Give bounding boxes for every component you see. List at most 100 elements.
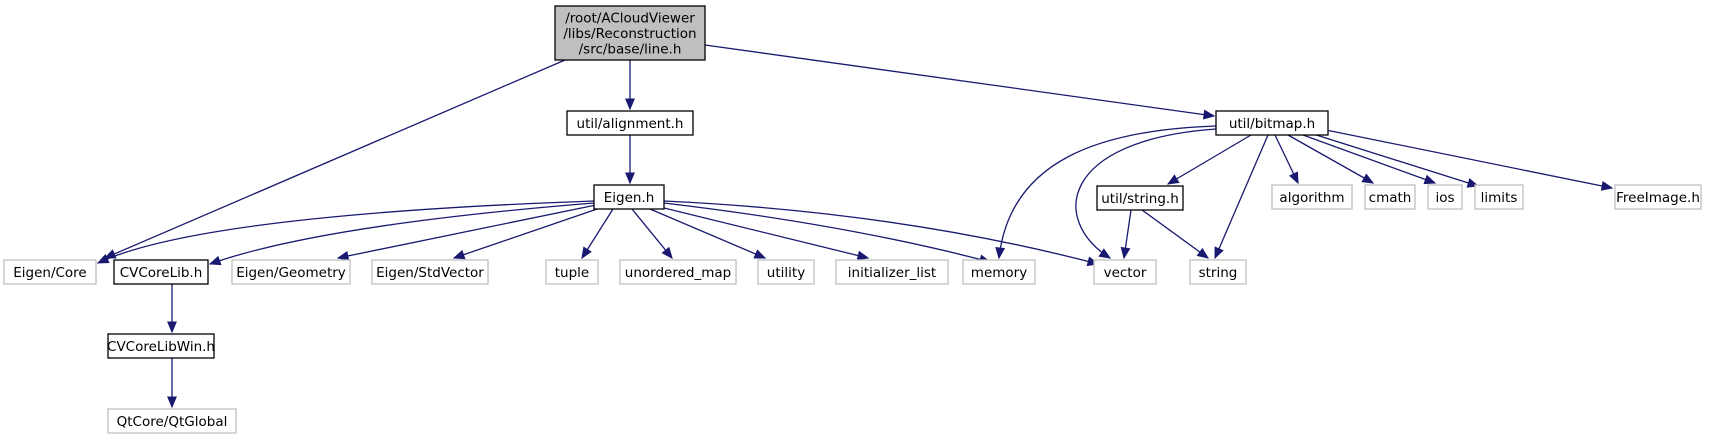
- edge-bitmap-to-algorithm: [1274, 134, 1299, 185]
- edge-root-to-bitmap-arrowhead: [1202, 109, 1216, 120]
- edge-eigen_h-to-unordered_map-line: [631, 208, 673, 259]
- edge-root-to-alignment: [625, 60, 635, 111]
- node-label: utility: [767, 265, 805, 281]
- node-box: [231, 259, 351, 285]
- node-cmath: cmath: [1364, 184, 1416, 210]
- edge-bitmap-to-cmath-arrowhead: [1361, 173, 1375, 184]
- edge-bitmap-to-string_h-arrowhead: [1166, 174, 1180, 185]
- edge-bitmap-to-cmath: [1287, 134, 1375, 184]
- node-label: QtCore/QtGlobal: [117, 414, 228, 430]
- edge-eigen_h-to-utility: [649, 208, 767, 259]
- node-box: [1427, 184, 1463, 210]
- node-label: util/string.h: [1101, 191, 1179, 207]
- node-freeimage: FreeImage.h: [1614, 184, 1702, 210]
- node-string: string: [1189, 259, 1247, 285]
- edge-eigen_h-to-eigen_core-arrowhead: [96, 254, 110, 264]
- edge-root-to-bitmap: [704, 44, 1216, 120]
- edge-eigen_h-to-tuple-arrowhead: [581, 246, 592, 260]
- node-bitmap[interactable]: util/bitmap.h: [1215, 110, 1329, 136]
- edge-eigen_h-to-eigen_geometry-arrowhead: [336, 251, 350, 261]
- node-label: vector: [1104, 265, 1147, 281]
- node-label: string: [1199, 265, 1238, 281]
- node-eigen-core: Eigen/Core: [3, 259, 97, 285]
- edge-string_h-to-string-line: [1141, 209, 1209, 259]
- edge-bitmap-to-vector: [1075, 128, 1217, 259]
- edge-bitmap-to-ios-line: [1302, 134, 1436, 184]
- edge-eigen_h-to-unordered_map: [631, 208, 673, 260]
- node-label: util/bitmap.h: [1229, 116, 1315, 132]
- node-memory: memory: [962, 259, 1036, 285]
- node-label: Eigen/Core: [13, 265, 87, 281]
- node-string-h[interactable]: util/string.h: [1096, 185, 1184, 211]
- node-label: initializer_list: [848, 265, 936, 281]
- edge-root-to-alignment-arrowhead: [625, 98, 635, 111]
- edge-bitmap-to-limits: [1309, 132, 1480, 188]
- node-box: [566, 110, 694, 136]
- edge-eigen_h-to-eigen_core: [96, 200, 595, 264]
- node-limits: limits: [1474, 184, 1524, 210]
- node-box: [113, 259, 209, 285]
- node-cvcorelibwin[interactable]: CVCoreLibWin.h: [107, 333, 215, 359]
- node-box: [554, 5, 706, 61]
- edge-root-to-eigen_core-line: [104, 59, 566, 259]
- edge-eigen_h-to-eigen_core-line: [97, 200, 595, 264]
- node-root[interactable]: /root/ACloudViewer/libs/Reconstruction/s…: [554, 5, 706, 61]
- nodes-layer: /root/ACloudViewer/libs/Reconstruction/s…: [3, 5, 1702, 434]
- edge-bitmap-to-vector-line: [1075, 128, 1217, 259]
- edge-eigen_h-to-memory: [663, 202, 992, 265]
- node-box: [835, 259, 949, 285]
- edge-eigen_h-to-vector-line: [663, 200, 1099, 265]
- edge-cvcorelibwin-to-qtglobal: [167, 358, 177, 409]
- edge-bitmap-to-freeimage-line: [1325, 129, 1613, 189]
- node-label: FreeImage.h: [1616, 190, 1700, 206]
- node-eigen-h[interactable]: Eigen.h: [593, 184, 665, 210]
- node-box: [1096, 185, 1184, 211]
- node-label: util/alignment.h: [577, 116, 684, 132]
- edge-alignment-to-eigen_h: [625, 135, 635, 185]
- node-label: Eigen.h: [604, 190, 655, 206]
- edge-root-to-bitmap-line: [704, 44, 1215, 117]
- edge-cvcorelib-to-cvcorelibwin-arrowhead: [167, 321, 177, 334]
- edge-bitmap-to-memory: [995, 125, 1217, 260]
- edge-bitmap-to-string-arrowhead: [1214, 246, 1224, 260]
- edge-root-to-eigen_core: [103, 59, 566, 259]
- node-label: algorithm: [1279, 190, 1344, 206]
- node-label: tuple: [555, 265, 589, 281]
- edge-eigen_h-to-eigen_stdvector: [452, 207, 601, 260]
- node-box: [757, 259, 815, 285]
- edge-bitmap-to-ios: [1302, 134, 1437, 185]
- node-ios: ios: [1427, 184, 1463, 210]
- edge-string_h-to-vector: [1120, 209, 1132, 260]
- node-box: [1189, 259, 1247, 285]
- edge-eigen_h-to-tuple: [581, 208, 614, 260]
- node-algorithm: algorithm: [1271, 184, 1353, 210]
- node-box: [1364, 184, 1416, 210]
- edge-string_h-to-string: [1141, 209, 1210, 259]
- node-utility: utility: [757, 259, 815, 285]
- node-label: CVCoreLib.h: [120, 265, 203, 281]
- edge-eigen_h-to-vector: [663, 200, 1100, 267]
- edge-bitmap-to-string_h: [1166, 134, 1252, 185]
- edge-bitmap-to-freeimage-arrowhead: [1600, 181, 1614, 191]
- edge-eigen_h-to-cvcorelib-line: [209, 202, 595, 265]
- node-alignment[interactable]: util/alignment.h: [566, 110, 694, 136]
- node-box: [371, 259, 489, 285]
- node-box: [593, 184, 665, 210]
- edge-bitmap-to-algorithm-arrowhead: [1288, 171, 1299, 185]
- node-eigen-stdvector: Eigen/StdVector: [371, 259, 489, 285]
- node-cvcorelib[interactable]: CVCoreLib.h: [113, 259, 209, 285]
- node-box: [3, 259, 97, 285]
- node-label: limits: [1481, 190, 1518, 206]
- node-box: [107, 408, 237, 434]
- node-initializer-list: initializer_list: [835, 259, 949, 285]
- node-box: [619, 259, 737, 285]
- node-qtglobal: QtCore/QtGlobal: [107, 408, 237, 434]
- edge-eigen_h-to-initializer_list-arrowhead: [856, 250, 870, 261]
- edge-eigen_h-to-utility-line: [649, 208, 766, 259]
- edge-eigen_h-to-initializer_list-line: [659, 206, 869, 259]
- edge-eigen_h-to-unordered_map-arrowhead: [661, 246, 673, 260]
- edge-eigen_h-to-utility-arrowhead: [753, 249, 767, 259]
- node-unordered-map: unordered_map: [619, 259, 737, 285]
- edge-bitmap-to-limits-line: [1309, 132, 1479, 187]
